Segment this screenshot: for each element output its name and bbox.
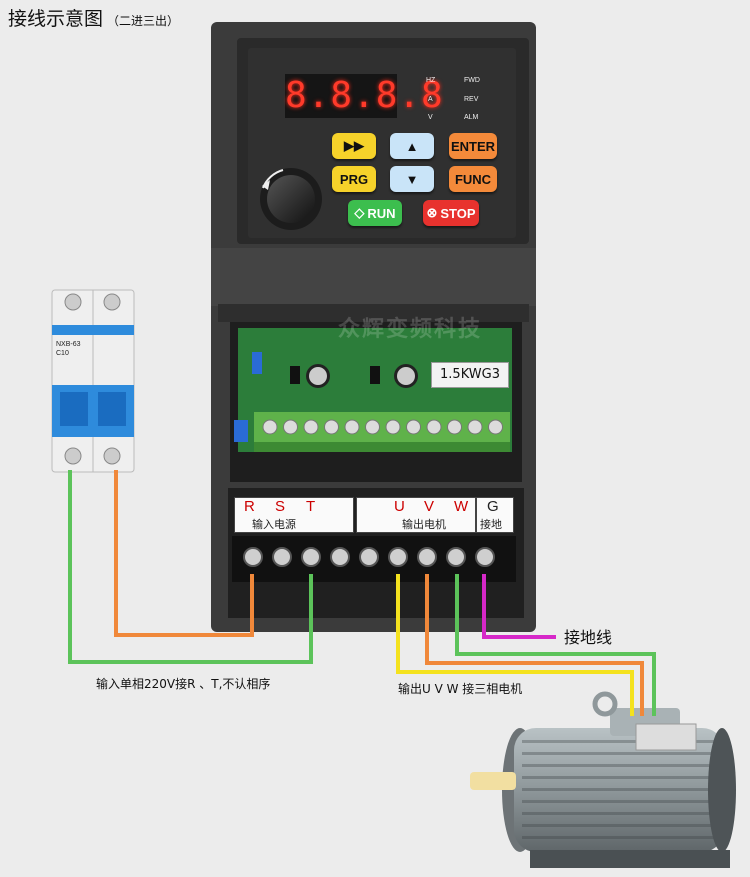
- breaker-model: NXB-63: [56, 341, 81, 348]
- control-terminal-screw[interactable]: [303, 419, 319, 435]
- power-terminal-screw[interactable]: [272, 547, 292, 567]
- wire-output-u: [396, 574, 634, 716]
- terminal-u: U: [394, 498, 405, 515]
- breaker-lever-1[interactable]: [60, 392, 88, 426]
- output-terminal-header: [356, 497, 476, 533]
- power-terminal-screw[interactable]: [359, 547, 379, 567]
- title-text: 接线示意图: [8, 8, 104, 30]
- title-subtitle: （二进三出）: [107, 14, 180, 28]
- down-button[interactable]: ▼: [390, 166, 434, 192]
- prg-button[interactable]: PRG: [332, 166, 376, 192]
- output-note: 输出U V W 接三相电机: [398, 682, 523, 696]
- control-terminal-screw[interactable]: [447, 419, 462, 435]
- control-terminal-screw[interactable]: [488, 419, 503, 435]
- ground-label: 接地: [480, 518, 502, 531]
- indicator-alm: ALM: [464, 114, 479, 121]
- terminal-t: T: [306, 498, 316, 515]
- potentiometer-knob[interactable]: [267, 175, 315, 223]
- stop-icon: ⊗: [426, 205, 438, 220]
- indicator-v: V: [428, 114, 433, 121]
- output-motor-label: 输出电机: [402, 518, 446, 531]
- func-button[interactable]: FUNC: [449, 166, 497, 192]
- power-terminal-screws: [243, 547, 495, 567]
- control-terminal-screw[interactable]: [467, 419, 483, 435]
- control-terminal-screws: [262, 419, 503, 435]
- three-phase-motor: [470, 691, 736, 868]
- control-terminal-screw[interactable]: [406, 419, 421, 435]
- wire-input-orange: [114, 470, 254, 637]
- breaker-rating: C10: [56, 350, 69, 357]
- ground-terminal-header: [476, 497, 514, 533]
- power-terminal-screw[interactable]: [417, 547, 437, 567]
- input-note: 输入单相220V接R 、T,不认相序: [96, 677, 271, 691]
- power-terminal-screw[interactable]: [475, 547, 495, 567]
- input-terminal-header: [234, 497, 354, 533]
- control-terminal-screw[interactable]: [324, 419, 339, 435]
- terminal-s: S: [275, 498, 286, 515]
- watermark: 众辉变频科技: [338, 317, 483, 342]
- shift-button[interactable]: ▶▶: [332, 133, 376, 159]
- control-terminal-screw[interactable]: [426, 419, 442, 435]
- run-button[interactable]: ◇RUN: [348, 200, 402, 226]
- control-terminal-screw[interactable]: [385, 419, 401, 435]
- terminal-r: R: [244, 498, 255, 515]
- wire-output-v: [425, 574, 644, 716]
- page-title: 接线示意图（二进三出）: [8, 4, 179, 31]
- led-display: 8.8.8.8: [285, 74, 444, 118]
- terminal-v: V: [424, 498, 435, 515]
- control-terminal-screw[interactable]: [262, 419, 278, 435]
- run-icon: ◇: [354, 205, 365, 220]
- indicator-hz: HZ: [426, 77, 436, 84]
- indicator-rev: REV: [464, 96, 479, 103]
- lifting-ring: [592, 691, 618, 717]
- terminal-g: G: [487, 498, 499, 515]
- control-terminal-screw[interactable]: [344, 419, 360, 435]
- control-terminal-screw[interactable]: [283, 419, 298, 435]
- ground-wire-label: 接地线: [564, 628, 613, 647]
- input-power-label: 输入电源: [252, 518, 296, 531]
- wire-output-w: [455, 574, 656, 716]
- stop-label: STOP: [440, 205, 476, 221]
- indicator-fwd: FWD: [464, 77, 480, 84]
- up-button[interactable]: ▲: [390, 133, 434, 159]
- power-terminal-screw[interactable]: [446, 547, 466, 567]
- wire-input-green: [68, 470, 313, 664]
- enter-button[interactable]: ENTER: [449, 133, 497, 159]
- power-terminal-screw[interactable]: [388, 547, 408, 567]
- stop-button[interactable]: ⊗STOP: [423, 200, 479, 226]
- control-terminal-screw[interactable]: [365, 419, 380, 435]
- terminal-w: W: [454, 498, 469, 515]
- power-terminal-screw[interactable]: [330, 547, 350, 567]
- power-terminal-screw[interactable]: [301, 547, 321, 567]
- power-terminal-screw[interactable]: [243, 547, 263, 567]
- motor-nameplate: [635, 723, 697, 751]
- upper-cover: [211, 248, 536, 306]
- motor-shaft: [470, 772, 516, 790]
- indicator-a: A: [428, 96, 433, 103]
- wire-ground: [482, 574, 556, 639]
- model-label: 1.5KWG3: [431, 362, 509, 388]
- run-label: RUN: [367, 205, 396, 221]
- breaker-lever-2[interactable]: [98, 392, 126, 426]
